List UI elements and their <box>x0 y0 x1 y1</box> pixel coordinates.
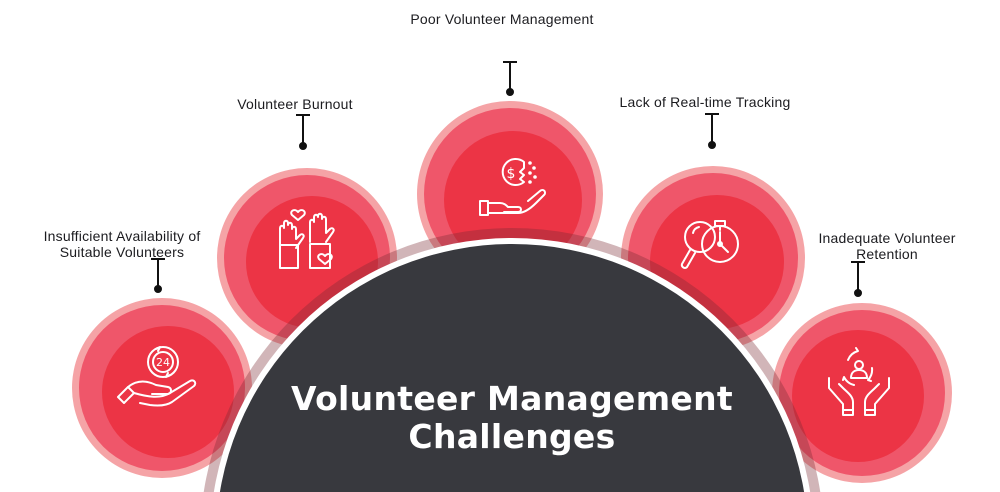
connector-5 <box>851 261 865 297</box>
label-line: Retention <box>856 246 918 262</box>
center-title: Volunteer Management Challenges <box>291 380 733 456</box>
connector-3 <box>503 61 517 96</box>
label-line: Insufficient Availability of <box>43 228 201 244</box>
connector-4 <box>705 113 719 149</box>
connector-1 <box>151 258 165 293</box>
label-line: Volunteer Burnout <box>237 96 353 112</box>
challenge-label-4: Lack of Real-time Tracking <box>620 94 791 110</box>
svg-text:24: 24 <box>156 356 170 369</box>
label-line: Poor Volunteer Management <box>410 11 594 27</box>
challenge-circle-1 <box>72 298 252 478</box>
challenge-circle-3 <box>417 101 603 287</box>
connectors <box>151 61 865 297</box>
24-hour-support-hand-icon: 24 <box>117 346 197 407</box>
center-semicircle <box>219 244 805 492</box>
connector-2 <box>296 114 310 150</box>
challenge-circle-5 <box>772 303 952 483</box>
challenge-label-3: Poor Volunteer Management <box>410 11 593 27</box>
center-title-line-1: Volunteer Management <box>291 379 733 418</box>
raised-hands-hearts-icon <box>279 209 335 269</box>
hands-person-cycle-icon <box>828 347 890 416</box>
challenge-label-2: Volunteer Burnout <box>237 96 352 112</box>
challenge-label-1: Insufficient Availability of Suitable Vo… <box>44 228 201 260</box>
broken-coin-hand-icon: $ <box>479 158 547 216</box>
center-title-line-2: Challenges <box>408 417 616 456</box>
svg-text:$: $ <box>507 166 516 182</box>
magnifier-stopwatch-icon <box>680 220 739 269</box>
label-line: Lack of Real-time Tracking <box>619 94 791 110</box>
challenge-label-5: Inadequate Volunteer Retention <box>818 230 955 262</box>
label-line: Inadequate Volunteer <box>818 230 956 246</box>
label-line: Suitable Volunteers <box>59 244 185 260</box>
